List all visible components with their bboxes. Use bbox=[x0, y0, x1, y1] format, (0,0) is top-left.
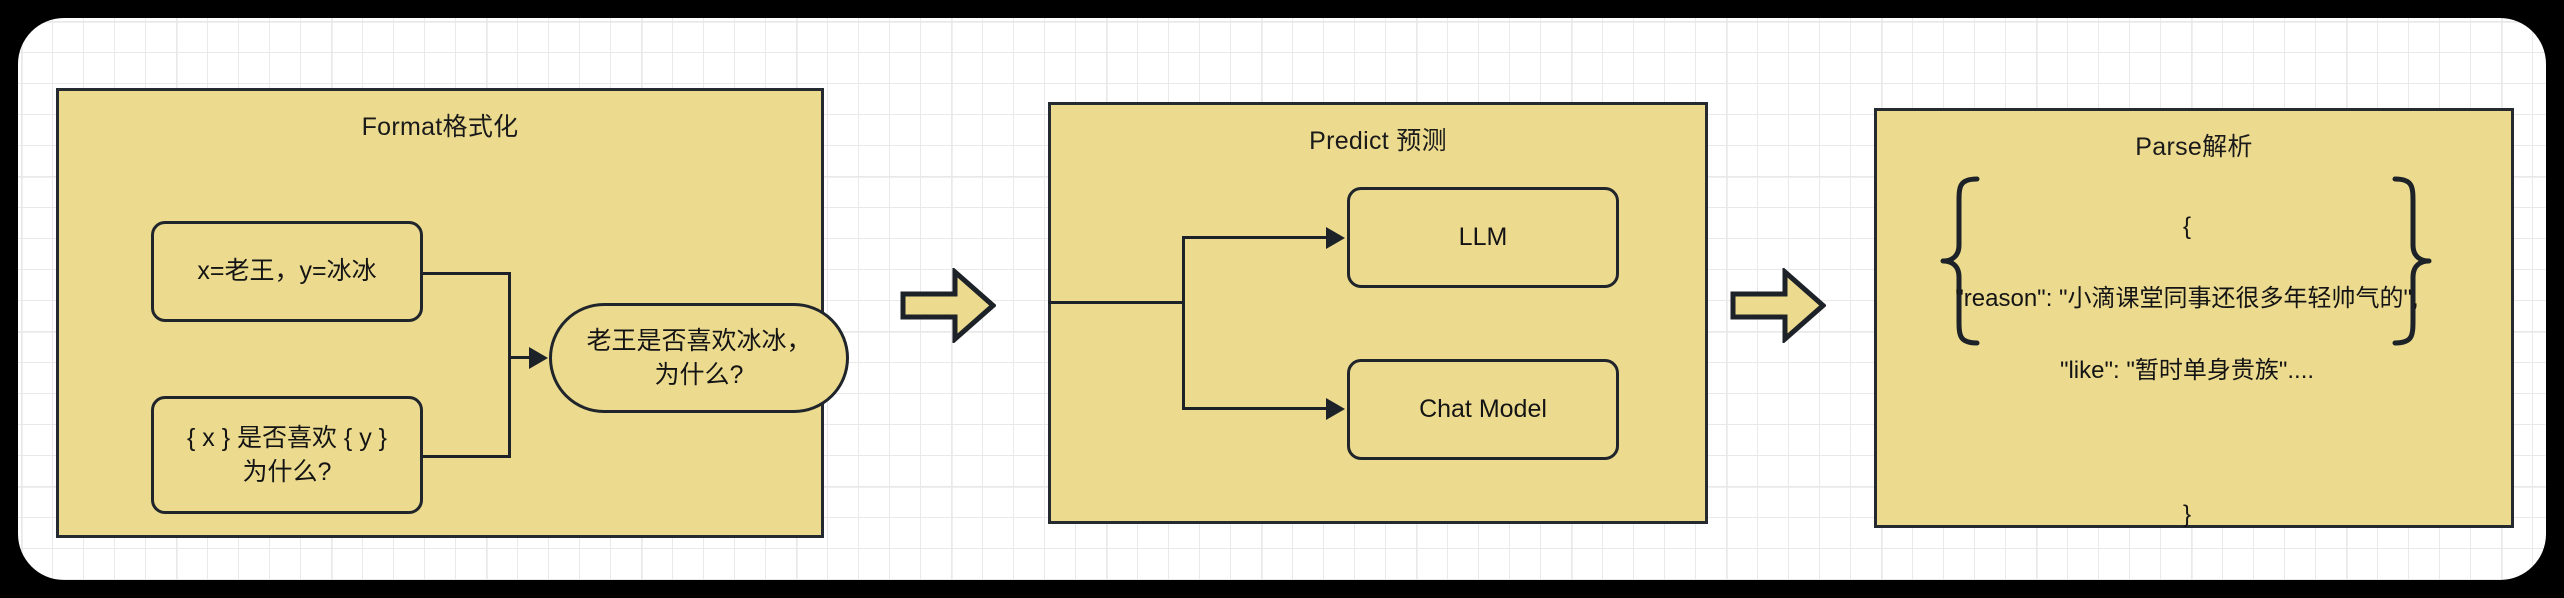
node-chat-model-label: Chat Model bbox=[1419, 395, 1547, 424]
right-curly-brace bbox=[2389, 173, 2435, 349]
node-llm[interactable]: LLM bbox=[1347, 187, 1619, 288]
connector-vars-down bbox=[508, 272, 511, 358]
json-close-brace: } bbox=[2182, 501, 2191, 528]
diagram-canvas: Format格式化 x=老王，y=冰冰 { x } 是否喜欢 { y } 为什么… bbox=[18, 18, 2546, 580]
arrowhead-to-chat-model bbox=[1326, 398, 1345, 420]
arrow-format-to-predict bbox=[900, 268, 996, 343]
connector-to-llm bbox=[1182, 236, 1329, 239]
panel-parse-title: Parse解析 bbox=[2135, 133, 2253, 161]
left-curly-brace bbox=[1937, 173, 1983, 349]
arrow-predict-to-parse bbox=[1730, 268, 1826, 343]
parse-json-block: { "reason": "小滴课堂同事还很多年轻帅气的", "like": "暂… bbox=[1947, 173, 2427, 569]
arrowhead-to-llm bbox=[1326, 227, 1345, 249]
panel-predict-title: Predict 预测 bbox=[1309, 127, 1447, 155]
panel-format: Format格式化 x=老王，y=冰冰 { x } 是否喜欢 { y } 为什么… bbox=[56, 88, 849, 538]
node-rendered-prompt-label: 老王是否喜欢冰冰， 为什么? bbox=[586, 326, 812, 390]
connector-template-out bbox=[423, 455, 511, 458]
json-line-reason: "reason": "小滴课堂同事还很多年轻帅气的", bbox=[1955, 285, 2419, 312]
node-llm-label: LLM bbox=[1458, 223, 1508, 252]
connector-vars-out bbox=[423, 272, 511, 275]
node-chat-model[interactable]: Chat Model bbox=[1347, 359, 1619, 460]
json-spacer bbox=[1947, 425, 2427, 461]
arrowhead-to-prompt bbox=[529, 347, 548, 369]
panel-format-title: Format格式化 bbox=[361, 113, 519, 141]
panel-parse: Parse解析 { "reason": "小滴课堂同事还很多年轻帅气的", "l… bbox=[1874, 108, 2514, 528]
connector-template-up bbox=[508, 356, 511, 458]
connector-predict-in bbox=[1048, 301, 1185, 304]
connector-predict-split bbox=[1182, 236, 1185, 410]
node-template-label: { x } 是否喜欢 { y } 为什么? bbox=[186, 423, 388, 487]
connector-to-chat-model bbox=[1182, 407, 1329, 410]
json-open-brace: { bbox=[2182, 213, 2191, 240]
node-rendered-prompt[interactable]: 老王是否喜欢冰冰， 为什么? bbox=[549, 303, 849, 413]
panel-predict: Predict 预测 LLM Chat Model bbox=[1048, 102, 1708, 524]
node-vars-label: x=老王，y=冰冰 bbox=[197, 257, 377, 286]
node-template[interactable]: { x } 是否喜欢 { y } 为什么? bbox=[151, 396, 423, 514]
node-vars[interactable]: x=老王，y=冰冰 bbox=[151, 221, 423, 322]
connector-merge-to-prompt bbox=[508, 356, 532, 359]
json-line-like: "like": "暂时单身贵族".... bbox=[2059, 357, 2315, 384]
